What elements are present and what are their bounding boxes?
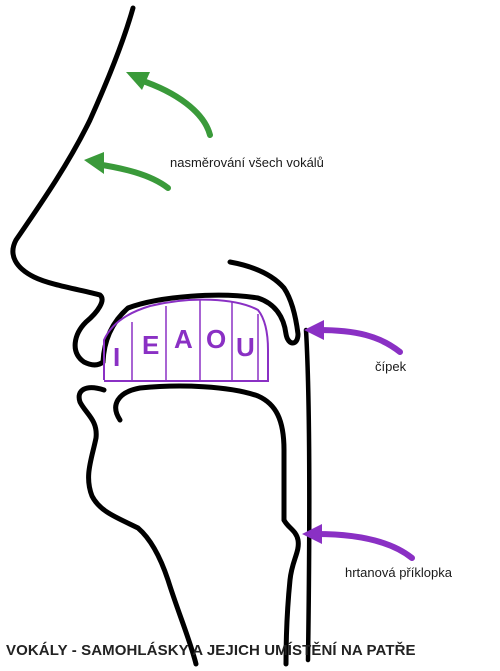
- vowel-chamber-outline: [103, 298, 269, 382]
- lower-lip-chin-outline: [76, 385, 199, 667]
- epiglottis-label: hrtanová příklopka: [345, 565, 452, 580]
- vowel-dividers: [131, 300, 259, 381]
- green-arrow-lower: [84, 152, 171, 191]
- purple-arrow-epiglottis: [302, 524, 415, 561]
- diagram-caption: VOKÁLY - SAMOHLÁSKY A JEJICH UMÍSTĚNÍ NA…: [6, 642, 416, 659]
- vowel-e: E: [142, 330, 160, 360]
- vowel-a: A: [174, 324, 193, 354]
- face-profile-outline: [10, 5, 136, 368]
- green-arrow-upper: [126, 72, 213, 138]
- vowel-u: U: [236, 332, 255, 362]
- palate-outline: [100, 259, 301, 365]
- epiglottis-outline: [281, 517, 301, 667]
- vowel-i: I: [113, 342, 121, 372]
- purple-arrow-uvula: [304, 320, 403, 355]
- tongue-outline: [113, 383, 287, 523]
- vowel-o: O: [206, 324, 227, 354]
- throat-back-wall: [303, 327, 312, 663]
- uvula-label: čípek: [375, 359, 407, 374]
- vowel-direction-label: nasměrování všech vokálů: [170, 155, 324, 170]
